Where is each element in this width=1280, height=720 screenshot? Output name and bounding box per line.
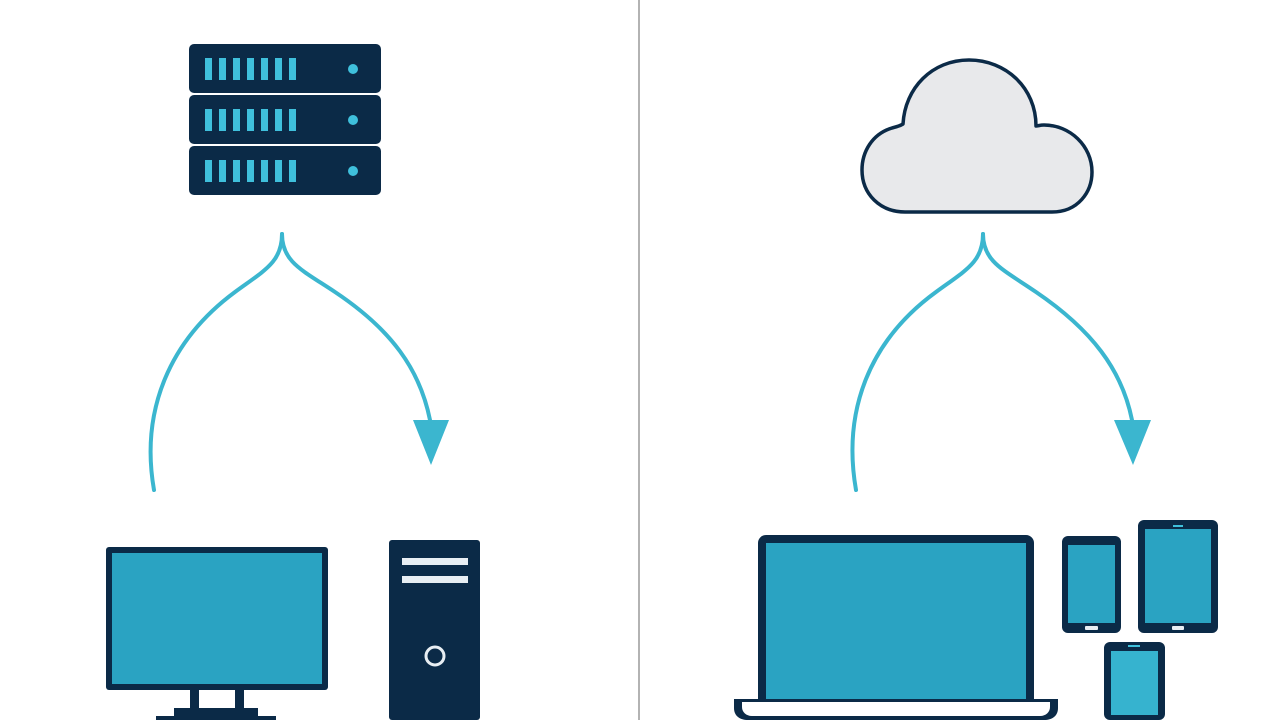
panel-on-premise bbox=[106, 44, 480, 720]
tower-pc-icon bbox=[389, 540, 480, 720]
arrow-branch-left bbox=[148, 232, 284, 492]
arrow-head-right bbox=[1114, 420, 1151, 465]
server-rack-icon bbox=[189, 44, 381, 195]
server-unit-2 bbox=[189, 95, 381, 144]
arrow-branch-left-2 bbox=[850, 232, 985, 492]
cloud-icon bbox=[860, 58, 1094, 214]
laptop-icon bbox=[734, 535, 1058, 720]
split-arrow-left bbox=[148, 232, 432, 492]
panel-cloud bbox=[734, 58, 1218, 720]
smartphone-icon bbox=[1062, 536, 1121, 633]
arrow-branch-right bbox=[280, 232, 432, 422]
arrow-branch-right-2 bbox=[981, 232, 1134, 422]
split-arrow-right bbox=[850, 232, 1134, 492]
desktop-monitor-icon bbox=[106, 547, 328, 720]
tablet-icon bbox=[1138, 520, 1218, 633]
server-unit-1 bbox=[189, 44, 381, 93]
phone-small-icon bbox=[1104, 642, 1165, 720]
server-unit-3 bbox=[189, 146, 381, 195]
arrow-head-left bbox=[413, 420, 449, 465]
